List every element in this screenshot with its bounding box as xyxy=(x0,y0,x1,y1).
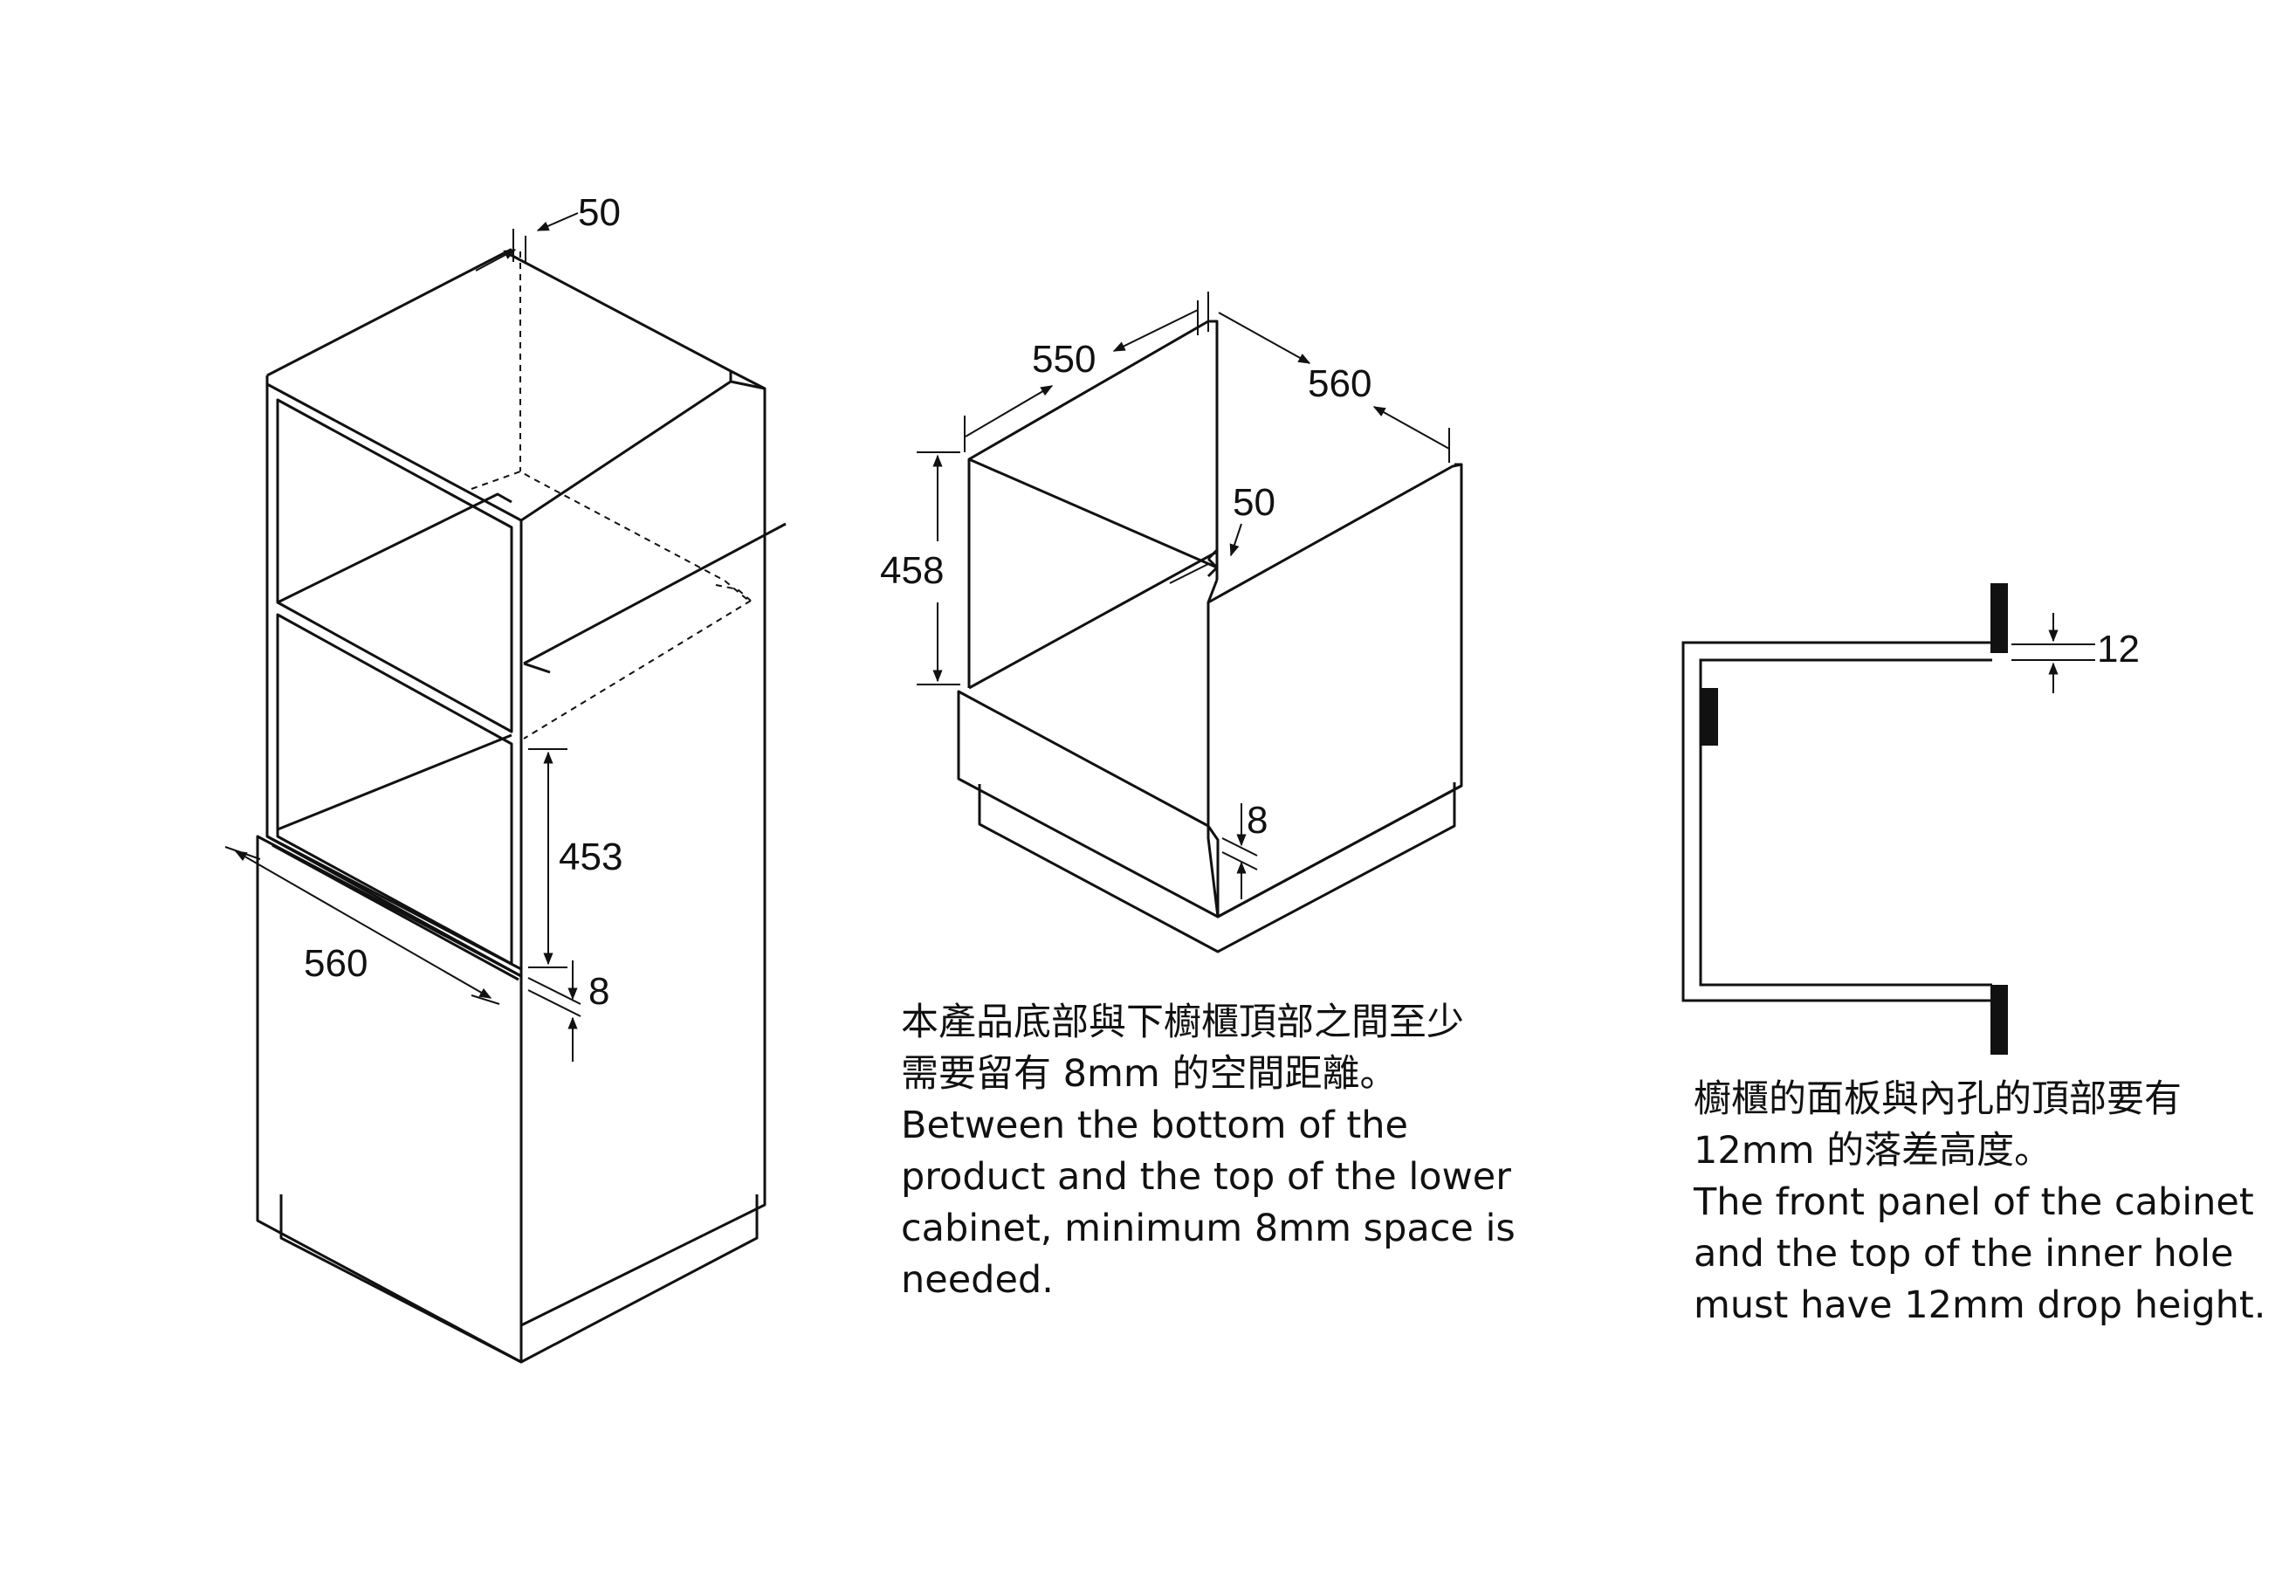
tall-cabinet-side xyxy=(520,369,766,1327)
panel-section-outer xyxy=(1681,641,1992,1002)
base-cabinet-right-panel xyxy=(1206,463,1463,918)
panel-section-dimensions xyxy=(2011,613,2095,693)
panel-section-blocks xyxy=(1701,583,2008,1055)
tall-cabinet-door xyxy=(256,835,523,1364)
base-cabinet-plinth xyxy=(978,782,1456,953)
base-width-label: 550 xyxy=(1032,338,1096,381)
tall-oven-height-label: 453 xyxy=(559,836,622,878)
tall-gap-label: 8 xyxy=(588,970,609,1013)
inner-hole-panel xyxy=(1701,688,1718,746)
base-height-label: 458 xyxy=(880,549,944,592)
base-cabinet-dimensions xyxy=(917,292,1450,899)
front-panel-lower xyxy=(1990,985,2008,1055)
tall-width-label: 560 xyxy=(304,942,368,985)
front-panel-upper xyxy=(1990,583,2008,653)
tall-cabinet-plinth xyxy=(279,1194,759,1364)
panel-section-drawing xyxy=(1681,641,1992,1002)
base-gap-label: 8 xyxy=(1247,799,1268,842)
tall-top-offset-label: 50 xyxy=(578,191,621,234)
drop-note: 櫥櫃的面板與內孔的頂部要有 12mm 的落差高度。 The front pane… xyxy=(1694,1077,2266,1327)
base-cabinet-drawing xyxy=(957,320,1463,953)
base-depth-label: 560 xyxy=(1308,362,1371,405)
tall-cabinet-hidden-lines xyxy=(471,251,752,740)
panel-drop-label: 12 xyxy=(2097,628,2140,671)
panel-section-inner xyxy=(1699,658,1992,987)
tall-cabinet-face-frame xyxy=(265,382,523,978)
tall-cabinet-drawing xyxy=(256,248,787,1364)
gap-note: 本產品底部與下櫥櫃頂部之間至少 需要留有 8mm 的空間距離。 Between … xyxy=(901,1001,1516,1302)
base-cabinet-worktop xyxy=(957,690,1220,918)
tall-cabinet-dimensions xyxy=(224,212,581,1062)
tall-cabinet-top xyxy=(266,248,732,382)
tall-cabinet-upper-opening xyxy=(276,398,513,733)
base-back-offset-label: 50 xyxy=(1233,481,1275,524)
